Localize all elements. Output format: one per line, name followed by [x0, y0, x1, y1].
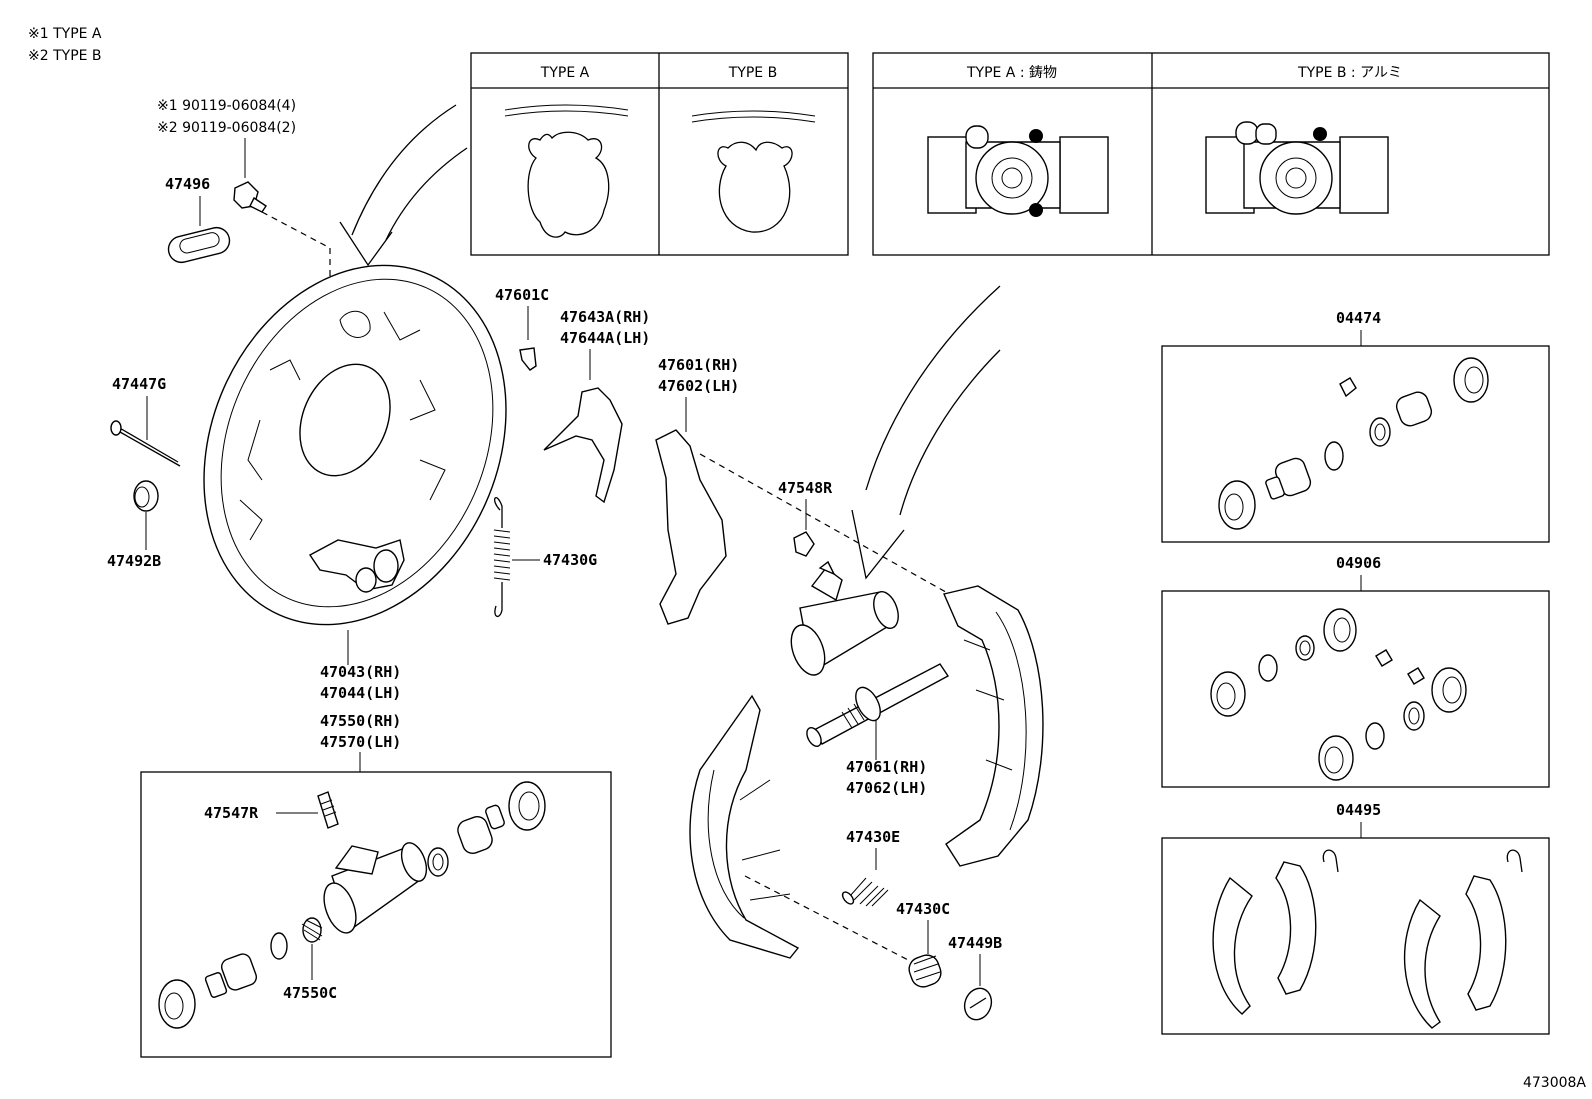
cup-47492b [133, 480, 159, 512]
backing-plate-47043 [203, 264, 507, 626]
cylinder-type-table: TYPE A : 鋳物 TYPE B : アルミ [872, 52, 1550, 256]
brake-shoe-left [689, 694, 800, 959]
label-47550c: 47550C [283, 984, 337, 1002]
shim-type-a-shape [527, 131, 610, 238]
cap-47548r [793, 531, 815, 557]
label-47430c: 47430C [896, 900, 950, 918]
label-47547r: 47547R [204, 804, 259, 822]
note-type-b: ※2 TYPE B [28, 48, 102, 64]
wheel-cylinder-body [323, 842, 428, 934]
label-47644a-lh: 47644A(LH) [560, 329, 650, 347]
kit-box-04906 [1161, 590, 1550, 788]
cup-47449b [963, 987, 993, 1021]
spring-47430e [841, 877, 889, 907]
shim-type-b-header: TYPE B [728, 65, 777, 81]
cylinder-type-b-shape [1205, 121, 1389, 215]
kit-box-04474 [1161, 345, 1550, 543]
bolt-90119-06084 [233, 181, 267, 213]
wheel-cylinder-center [790, 560, 899, 676]
label-47430e: 47430E [846, 828, 900, 846]
label-04495: 04495 [1336, 801, 1381, 819]
label-47570-lh: 47570(LH) [320, 733, 401, 751]
clip-47601c [519, 347, 537, 371]
shim-type-table: TYPE A TYPE B [470, 52, 849, 256]
label-47449b: 47449B [948, 934, 1002, 952]
cylinder-kit-parts [158, 781, 546, 1029]
plug-47496 [167, 226, 231, 264]
cylinder-type-b-header: TYPE B : アルミ [1297, 65, 1402, 81]
label-04906: 04906 [1336, 554, 1381, 572]
label-47061-rh: 47061(RH) [846, 758, 927, 776]
label-47550-rh: 47550(RH) [320, 712, 401, 730]
spring-47430c [908, 954, 942, 988]
label-47430g: 47430G [543, 551, 597, 569]
figure-code: 473008A [1523, 1075, 1586, 1091]
label-bolt-type-b: ※2 90119-06084(2) [157, 120, 296, 136]
label-47602-lh: 47602(LH) [658, 377, 739, 395]
adjuster-47061 [806, 663, 950, 747]
label-47496: 47496 [165, 175, 210, 193]
lever-47643a [543, 387, 623, 504]
label-47044-lh: 47044(LH) [320, 684, 401, 702]
label-47043-rh: 47043(RH) [320, 663, 401, 681]
brake-shoe-right [943, 585, 1044, 867]
label-47492b: 47492B [107, 552, 161, 570]
callout-arrow-left [351, 104, 457, 236]
shim-type-a-header: TYPE A [540, 65, 590, 81]
label-47601c: 47601C [495, 286, 549, 304]
cylinder-type-a-shape [927, 125, 1109, 217]
cylinder-type-a-header: TYPE A : 鋳物 [966, 64, 1057, 81]
label-47601-rh: 47601(RH) [658, 356, 739, 374]
wheel-cylinder-kit-box [140, 771, 612, 1058]
pin-47447g [110, 420, 181, 467]
callout-arrow-right [865, 285, 1001, 491]
label-47643a-rh: 47643A(RH) [560, 308, 650, 326]
adjusting-lever-47601 [655, 429, 727, 625]
kit-04495-shoe-set-1 [1212, 849, 1339, 1015]
label-47548r: 47548R [778, 479, 833, 497]
note-type-a: ※1 TYPE A [28, 26, 102, 42]
kit-04495-shoe-set-2 [1403, 849, 1523, 1029]
bleeder-plug-47547r [317, 791, 339, 829]
kit-04474-parts [1218, 357, 1489, 530]
kit-box-04495 [1161, 837, 1550, 1035]
label-47447g: 47447G [112, 375, 166, 393]
shim-type-b-shape [717, 141, 793, 233]
label-47062-lh: 47062(LH) [846, 779, 927, 797]
label-bolt-type-a: ※1 90119-06084(4) [157, 98, 296, 114]
label-04474: 04474 [1336, 309, 1381, 327]
kit-04906-parts [1210, 608, 1467, 781]
spring-47430g [493, 496, 511, 617]
